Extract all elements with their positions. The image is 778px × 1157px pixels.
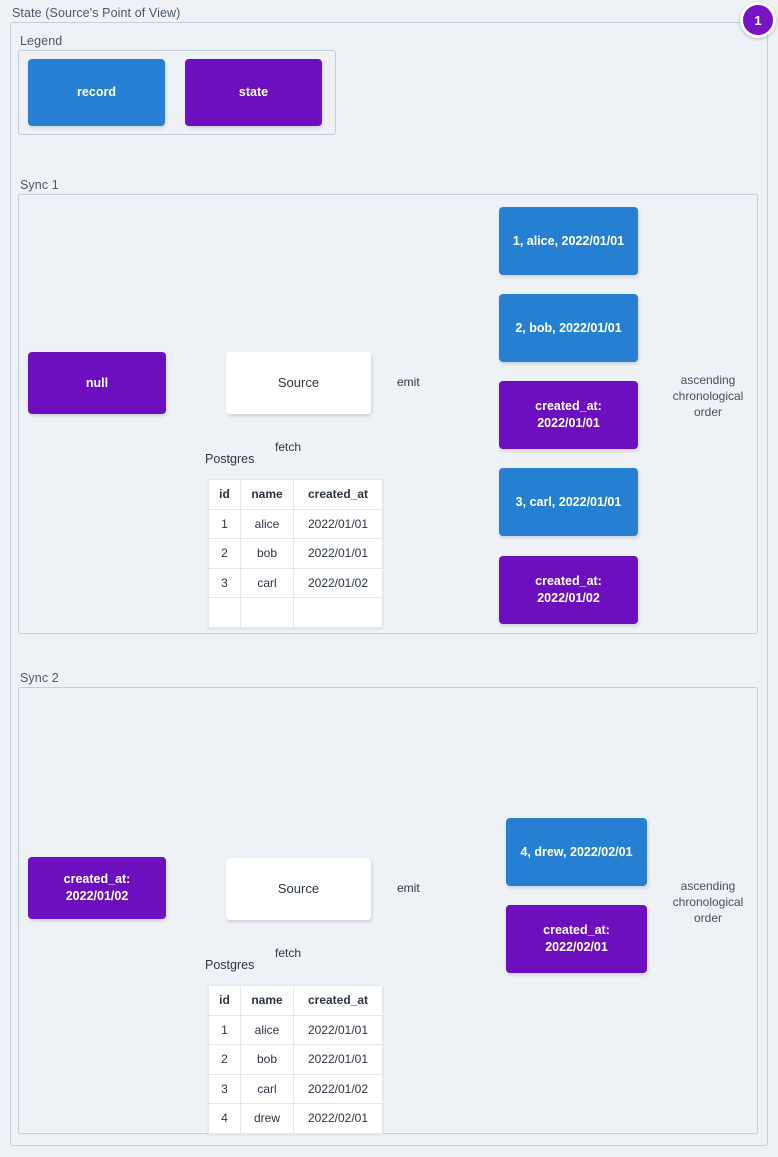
cell-name: bob <box>240 538 294 569</box>
sync1-col-created-at: created_at <box>293 479 383 510</box>
sync1-emitted-0-label: 1, alice, 2022/01/01 <box>512 233 625 248</box>
sync2-input-state-line1: created_at: <box>63 872 131 887</box>
sync2-emitted-1-line2: 2022/02/01 <box>545 940 608 954</box>
cell-id: 1 <box>208 508 241 539</box>
sync2-postgres-table: id name created_at 1 alice 2022/01/01 2 … <box>208 985 383 1134</box>
sync2-emitted-1-line1: created_at: <box>543 923 610 938</box>
sync2-title: Sync 2 <box>20 671 59 685</box>
cell-name: alice <box>240 1014 294 1045</box>
sync2-source-node: Source <box>226 858 371 920</box>
cell-name: carl <box>240 567 294 598</box>
cell-id <box>208 597 241 628</box>
cell-id: 3 <box>208 567 241 598</box>
legend-label-record: record <box>77 85 116 100</box>
sync2-axis-label: ascending chronological order <box>672 879 744 925</box>
table-header-row: id name created_at <box>208 985 383 1016</box>
sync1-source-node: Source <box>226 352 371 414</box>
table-row: 3 carl 2022/01/02 <box>208 567 383 598</box>
sync2-emitted-0-label: 4, drew, 2022/02/01 <box>520 844 633 859</box>
legend-swatch-state: state <box>185 59 322 126</box>
sync2-col-id: id <box>208 985 241 1016</box>
table-row: 2 bob 2022/01/01 <box>208 538 383 569</box>
sync2-emitted-1: created_at: 2022/02/01 <box>506 905 647 973</box>
sync1-emitted-3-label: 3, carl, 2022/01/01 <box>515 494 622 509</box>
sync1-emitted-2-line1: created_at: <box>535 399 602 414</box>
legend-swatch-record: record <box>28 59 165 126</box>
cell-name: alice <box>240 508 294 539</box>
cell-id: 1 <box>208 1014 241 1045</box>
sync1-emitted-4-line2: 2022/01/02 <box>537 591 600 605</box>
table-row: 1 alice 2022/01/01 <box>208 508 383 539</box>
cell-name: drew <box>240 1103 294 1134</box>
sync1-emitted-4-line1: created_at: <box>535 574 602 589</box>
sync2-db-label: Postgres <box>205 958 255 972</box>
cell-id: 2 <box>208 1044 241 1075</box>
sync1-axis-label: ascending chronological order <box>672 373 744 419</box>
cell-name: bob <box>240 1044 294 1075</box>
sync2-col-name: name <box>240 985 294 1016</box>
cell-created-at: 2022/01/01 <box>293 508 383 539</box>
legend-label-state: state <box>238 85 269 100</box>
cell-id: 2 <box>208 538 241 569</box>
sync1-col-name: name <box>240 479 294 510</box>
table-row-empty <box>208 597 383 628</box>
sync1-emitted-4: created_at: 2022/01/02 <box>499 556 638 624</box>
sync1-input-state-label: null <box>85 375 109 390</box>
sync1-source-label: Source <box>277 375 320 391</box>
sync1-fetch-label: fetch <box>275 440 302 454</box>
cell-id: 4 <box>208 1103 241 1134</box>
sync2-input-state-line2: 2022/01/02 <box>65 889 129 903</box>
sync1-emit-label: emit <box>397 375 420 389</box>
table-row: 1 alice 2022/01/01 <box>208 1014 383 1045</box>
sync1-db-label: Postgres <box>205 452 255 466</box>
table-row: 3 carl 2022/01/02 <box>208 1073 383 1104</box>
page-title: State (Source's Point of View) <box>12 6 181 20</box>
sync2-col-created-at: created_at <box>293 985 383 1016</box>
legend-title: Legend <box>20 34 63 48</box>
cell-created-at: 2022/01/01 <box>293 1014 383 1045</box>
cell-created-at: 2022/02/01 <box>293 1103 383 1134</box>
page-number-badge-label: 1 <box>754 12 762 28</box>
cell-created-at: 2022/01/01 <box>293 538 383 569</box>
table-row: 2 bob 2022/01/01 <box>208 1044 383 1075</box>
sync2-input-state: created_at: 2022/01/02 <box>28 857 166 919</box>
sync2-fetch-label: fetch <box>275 946 302 960</box>
sync1-emitted-2: created_at: 2022/01/01 <box>499 381 638 449</box>
cell-name: carl <box>240 1073 294 1104</box>
table-row: 4 drew 2022/02/01 <box>208 1103 383 1134</box>
sync1-emitted-2-line2: 2022/01/01 <box>537 416 600 430</box>
table-header-row: id name created_at <box>208 479 383 510</box>
sync1-title: Sync 1 <box>20 178 59 192</box>
cell-id: 3 <box>208 1073 241 1104</box>
sync1-postgres-table: id name created_at 1 alice 2022/01/01 2 … <box>208 479 383 628</box>
cell-created-at: 2022/01/02 <box>293 567 383 598</box>
cell-created-at: 2022/01/02 <box>293 1073 383 1104</box>
sync2-emitted-0: 4, drew, 2022/02/01 <box>506 818 647 886</box>
sync1-col-id: id <box>208 479 241 510</box>
sync1-emitted-1-label: 2, bob, 2022/01/01 <box>515 320 622 335</box>
page-number-badge[interactable]: 1 <box>740 2 776 38</box>
sync1-emitted-0: 1, alice, 2022/01/01 <box>499 207 638 275</box>
sync1-emitted-1: 2, bob, 2022/01/01 <box>499 294 638 362</box>
cell-created-at <box>293 597 383 628</box>
sync2-source-label: Source <box>277 881 320 897</box>
cell-name <box>240 597 294 628</box>
sync1-panel <box>18 194 758 634</box>
sync1-emitted-3: 3, carl, 2022/01/01 <box>499 468 638 536</box>
sync1-input-state: null <box>28 352 166 414</box>
sync2-emit-label: emit <box>397 881 420 895</box>
cell-created-at: 2022/01/01 <box>293 1044 383 1075</box>
